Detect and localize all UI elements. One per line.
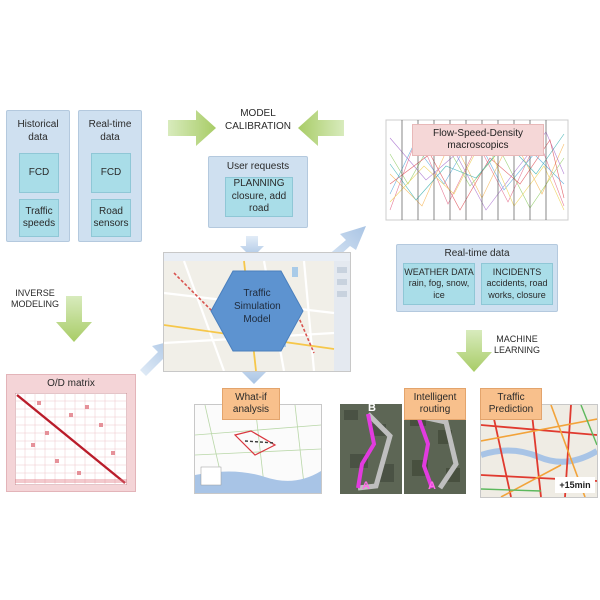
machine-learning-arrow <box>456 330 492 372</box>
model-label: Traffic Simulation Model <box>234 288 281 325</box>
model-calibration-label: MODEL CALIBRATION <box>225 108 291 132</box>
calibration-arrow-left <box>298 110 344 146</box>
realtime-data-title: Real-time data <box>88 119 132 143</box>
od-matrix-grid <box>15 393 127 485</box>
machine-learning-label: MACHINE LEARNING <box>493 334 540 356</box>
weather-data-chip: WEATHER DATA rain, fog, snow, ice <box>403 263 475 305</box>
historical-traffic-speeds-chip: Traffic speeds <box>19 199 59 237</box>
historical-fcd-chip: FCD <box>19 153 59 193</box>
traffic-prediction-badge: Traffic Prediction <box>480 388 542 420</box>
inverse-modeling-label: INVERSE MODELING <box>10 288 59 310</box>
routing-left-point-a: A <box>362 480 370 492</box>
od-matrix-panel: O/D matrix <box>6 374 136 492</box>
flow-speed-density-chart: Flow-Speed-Density macroscopics <box>378 114 576 230</box>
incidents-chip: INCIDENTS accidents, road works, closure <box>481 263 553 305</box>
model-hexagon-icon <box>210 270 304 352</box>
inverse-modeling-arrow <box>56 296 92 342</box>
realtime-fcd-chip: FCD <box>91 153 131 193</box>
planning-chip: PLANNING closure, add road <box>225 177 293 217</box>
user-requests-title: User requests <box>226 161 290 172</box>
simulation-map: Traffic Simulation Model <box>163 252 351 372</box>
prediction-time-badge: +15min <box>555 477 595 493</box>
routing-left-point-b: B <box>368 404 376 414</box>
realtime-conditions-panel: Real-time data WEATHER DATA rain, fog, s… <box>396 244 558 312</box>
historical-data-panel: Historical data FCD Traffic speeds <box>6 110 70 242</box>
realtime-road-sensors-chip: Road sensors <box>91 199 131 237</box>
user-requests-panel: User requests PLANNING closure, add road <box>208 156 308 228</box>
historical-data-title: Historical data <box>17 119 59 143</box>
od-matrix-title: O/D matrix <box>47 378 95 389</box>
whatif-analysis-badge: What-if analysis <box>222 388 280 420</box>
requests-to-model-arrow <box>240 236 264 258</box>
realtime-data-panel: Real-time data FCD Road sensors <box>78 110 142 242</box>
calibration-arrow-right <box>168 110 216 146</box>
intelligent-routing-badge: Intelligent routing <box>404 388 466 420</box>
flow-chart-title: Flow-Speed-Density macroscopics <box>412 124 544 156</box>
routing-left-svg <box>340 404 402 494</box>
routing-right-point-a: A <box>428 480 436 492</box>
routing-image-left: B A <box>340 404 402 494</box>
whatif-map-svg <box>195 405 321 493</box>
realtime-conditions-title: Real-time data <box>444 248 510 259</box>
